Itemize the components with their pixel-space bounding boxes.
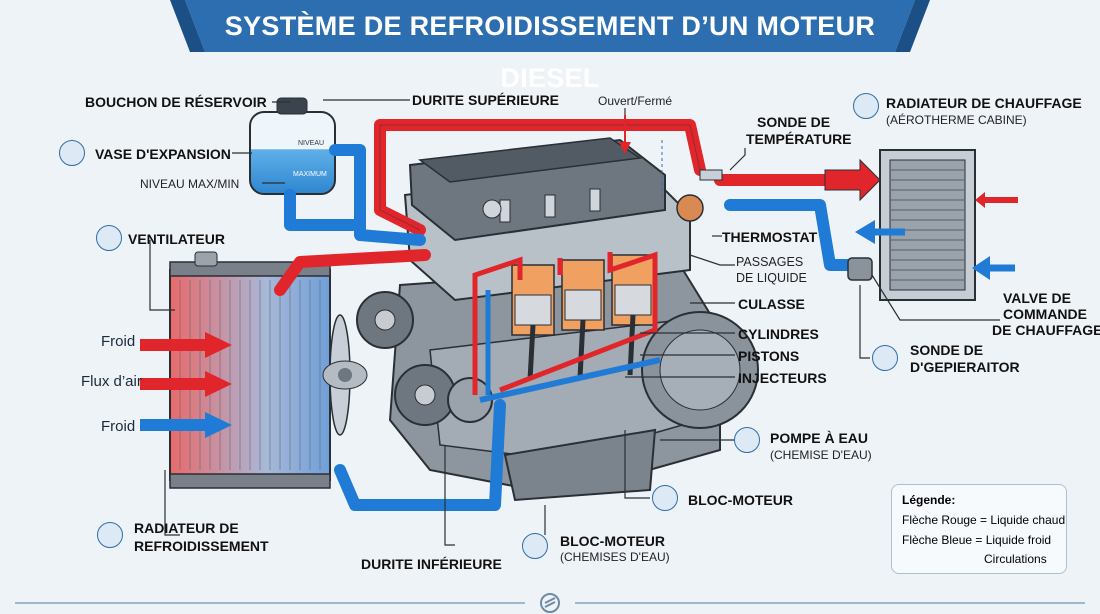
heater-core-icon bbox=[853, 93, 879, 119]
engine-block bbox=[356, 137, 759, 502]
label-thermostat: THERMOSTAT bbox=[722, 229, 818, 245]
label-sonde-temp-2: TEMPÉRATURE bbox=[746, 131, 852, 147]
fan bbox=[322, 314, 368, 436]
label-culasse: CULASSE bbox=[738, 296, 805, 312]
label-vase-expansion: VASE D'EXPANSION bbox=[95, 146, 231, 162]
expansion-tank-icon bbox=[59, 140, 85, 166]
legend-title: Légende: bbox=[902, 493, 956, 507]
label-pompe: POMPE À EAU bbox=[770, 430, 869, 446]
label-froid-top: Froid bbox=[101, 333, 136, 350]
tank-label-top: NIVEAU bbox=[298, 140, 325, 147]
label-durite-superieure: DURITE SUPÉRIEURE bbox=[412, 92, 560, 108]
label-passages-2: DE LIQUIDE bbox=[736, 271, 807, 285]
label-flux-air: Flux d’air bbox=[81, 373, 142, 390]
label-durite-inferieure: DURITE INFÉRIEURE bbox=[361, 556, 502, 572]
label-valve-2: COMMANDE bbox=[1003, 306, 1087, 322]
label-radiateur-chauffage: RADIATEUR DE CHAUFFAGE bbox=[886, 95, 1082, 111]
label-bloc-moteur-sub: (CHEMISES D'EAU) bbox=[560, 550, 670, 564]
label-froid-bottom: Froid bbox=[101, 418, 136, 435]
label-cylindres: CYLINDRES bbox=[738, 326, 819, 342]
label-passages-1: PASSAGES bbox=[736, 255, 804, 269]
label-ventilateur: VENTILATEUR bbox=[128, 231, 225, 247]
cylinders bbox=[511, 254, 655, 381]
label-bloc-moteur-bottom: BLOC-MOTEUR bbox=[560, 533, 665, 549]
legend-row-hot: Flèche Rouge = Liquide chaud bbox=[902, 513, 1066, 527]
label-bloc-moteur-right: BLOC-MOTEUR bbox=[688, 492, 793, 508]
label-pompe-sub: (CHEMISE D'EAU) bbox=[770, 448, 872, 462]
air-arrows bbox=[140, 332, 232, 438]
label-aerotherme: (AÉROTHERME CABINE) bbox=[886, 113, 1027, 127]
heater-core bbox=[879, 149, 976, 301]
fan-icon bbox=[96, 225, 122, 251]
label-radiateur-refroid-2: REFROIDISSEMENT bbox=[134, 538, 269, 554]
legend-row-cold: Flèche Bleue = Liquide froid bbox=[902, 533, 1052, 547]
leader-lines bbox=[149, 99, 1000, 546]
water-pump-icon bbox=[734, 427, 760, 453]
label-bouchon: BOUCHON DE RÉSERVOIR bbox=[85, 94, 267, 110]
label-pistons: PISTONS bbox=[738, 348, 800, 364]
label-valve-3: DE CHAUFFAGE bbox=[992, 322, 1100, 338]
hot-hoses-outline bbox=[379, 124, 701, 231]
tank-label-bottom: MAXIMUM bbox=[293, 171, 327, 178]
legend: Légende: Flèche Rouge = Liquide chaud Fl… bbox=[891, 484, 1067, 574]
label-ouvert-ferme: Ouvert/Fermé bbox=[598, 94, 673, 108]
label-injecteurs: INJECTEURS bbox=[738, 370, 827, 386]
label-sonde-bas-2: D'GEPIERAITOR bbox=[910, 359, 1020, 375]
engine-block-icon bbox=[652, 485, 678, 511]
coolant-passages bbox=[472, 251, 661, 403]
footer-logo-icon bbox=[540, 593, 560, 613]
label-sonde-bas-1: SONDE DE bbox=[910, 342, 984, 358]
title-banner bbox=[170, 0, 930, 52]
page-title: SYSTÈME DE REFROIDISSEMENT D’UN MOTEUR D… bbox=[224, 11, 876, 93]
label-sonde-temp-1: SONDE DE bbox=[757, 114, 831, 130]
label-valve-1: VALVE DE bbox=[1003, 290, 1071, 306]
radiator-icon bbox=[97, 522, 123, 548]
cold-hoses bbox=[284, 144, 856, 511]
label-radiateur-refroid-1: RADIATEUR DE bbox=[134, 520, 239, 536]
legend-row-circulations: Circulations bbox=[984, 552, 1047, 566]
cooling-radiator bbox=[169, 251, 331, 489]
water-jacket-icon bbox=[522, 533, 548, 559]
thermometer-icon bbox=[872, 345, 898, 371]
label-niveau: NIVEAU MAX/MIN bbox=[140, 177, 240, 191]
